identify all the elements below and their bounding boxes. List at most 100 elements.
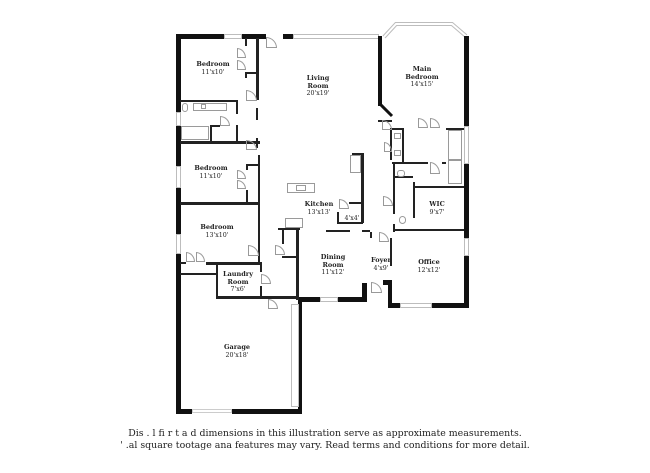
wall [236, 125, 238, 141]
room-dimensions: 13'x10' [205, 231, 229, 239]
toilet-icon [399, 216, 406, 224]
master-tub-icon [448, 130, 462, 160]
door[interactable] [261, 274, 271, 284]
room-dimensions: 4'x9' [373, 264, 389, 272]
room-label-laundry-room: Laundry Room 7'x6' [223, 270, 253, 294]
wall [245, 72, 257, 74]
wall [392, 128, 404, 130]
window [464, 126, 469, 164]
wall [180, 100, 236, 102]
wall [176, 34, 181, 112]
wall [176, 254, 181, 414]
wall [210, 125, 220, 127]
wall [362, 283, 367, 299]
pantry-door[interactable] [339, 199, 349, 209]
wall [232, 409, 298, 414]
door[interactable] [383, 196, 393, 206]
room-label-bedroom-1: Bedroom 11'x10' [196, 60, 230, 76]
room-name-line2: Bedroom [405, 72, 439, 81]
window [176, 112, 181, 126]
wall [176, 188, 181, 234]
door[interactable] [268, 299, 278, 309]
wall [260, 286, 262, 298]
bay-window [382, 22, 468, 39]
window [176, 166, 181, 188]
wall [245, 72, 247, 78]
room-dimensions: 20'x18' [225, 351, 249, 359]
window [464, 238, 469, 256]
wall [283, 34, 293, 39]
door[interactable] [430, 162, 440, 174]
closet-door[interactable] [196, 252, 205, 262]
wall [338, 297, 367, 302]
wall [216, 262, 218, 298]
window [224, 34, 242, 39]
wall [390, 238, 392, 266]
wall [402, 128, 404, 162]
door[interactable] [418, 118, 428, 128]
wall [413, 186, 464, 188]
room-name-line1: Living [306, 74, 330, 82]
room-name-line2: Room [322, 260, 344, 269]
room-name: Bedroom [196, 60, 230, 68]
room-name: Foyer [371, 256, 391, 264]
closet-door[interactable] [237, 180, 246, 189]
wall [245, 38, 247, 46]
door[interactable] [266, 37, 277, 48]
vanity-sink-icon [394, 133, 401, 139]
room-dimensions: 12'x12' [417, 266, 441, 274]
wall [242, 34, 266, 39]
room-dimensions: 11'x12' [321, 269, 345, 276]
wall [392, 162, 428, 164]
wall [464, 164, 469, 238]
wall [256, 138, 258, 148]
door[interactable] [220, 116, 230, 126]
wall [206, 262, 260, 265]
wall [432, 303, 469, 308]
front-door[interactable] [371, 282, 382, 293]
wall [246, 164, 248, 170]
room-name-line2: Room [227, 277, 249, 286]
sink-icon [201, 104, 206, 109]
wall [337, 212, 339, 224]
wall [361, 153, 364, 223]
door[interactable] [430, 118, 440, 128]
door[interactable] [379, 232, 389, 242]
room-label-garage: Garage 20'x18' [223, 343, 251, 359]
room-name: Kitchen [304, 200, 334, 208]
fridge-icon [350, 155, 361, 173]
wall [326, 230, 350, 232]
wall [176, 34, 224, 39]
room-name: Garage [223, 343, 251, 351]
room-name-line1: Main [412, 65, 432, 73]
closet-door[interactable] [237, 60, 246, 70]
shower-icon [448, 160, 462, 184]
closet-door[interactable] [237, 48, 246, 58]
vanity-icon [193, 103, 227, 111]
window [320, 297, 338, 302]
closet-door[interactable] [186, 252, 195, 262]
wall [258, 205, 260, 265]
room-dimensions: 11'x10' [199, 172, 223, 180]
wall [337, 222, 363, 224]
wall [352, 153, 362, 155]
door[interactable] [275, 245, 285, 255]
wall [176, 126, 181, 166]
toilet-icon [397, 170, 405, 177]
wall-diagonal [378, 104, 394, 118]
room-name: WIC [429, 200, 445, 208]
room-name: Bedroom [200, 223, 234, 231]
room-dimensions: 9'x7' [429, 208, 445, 216]
wall [378, 36, 382, 106]
kitchen-sink-icon [296, 185, 306, 191]
room-name: Office [418, 258, 440, 266]
wall [282, 228, 284, 244]
room-label-main-bedroom: Main Bedroom 14'x15' [405, 65, 439, 89]
room-label-wic: WIC 9'x7' [429, 200, 445, 216]
closet-door[interactable] [237, 170, 246, 179]
wall [349, 202, 362, 204]
wall [180, 262, 186, 264]
wall [383, 280, 392, 285]
toilet-icon [182, 103, 188, 112]
